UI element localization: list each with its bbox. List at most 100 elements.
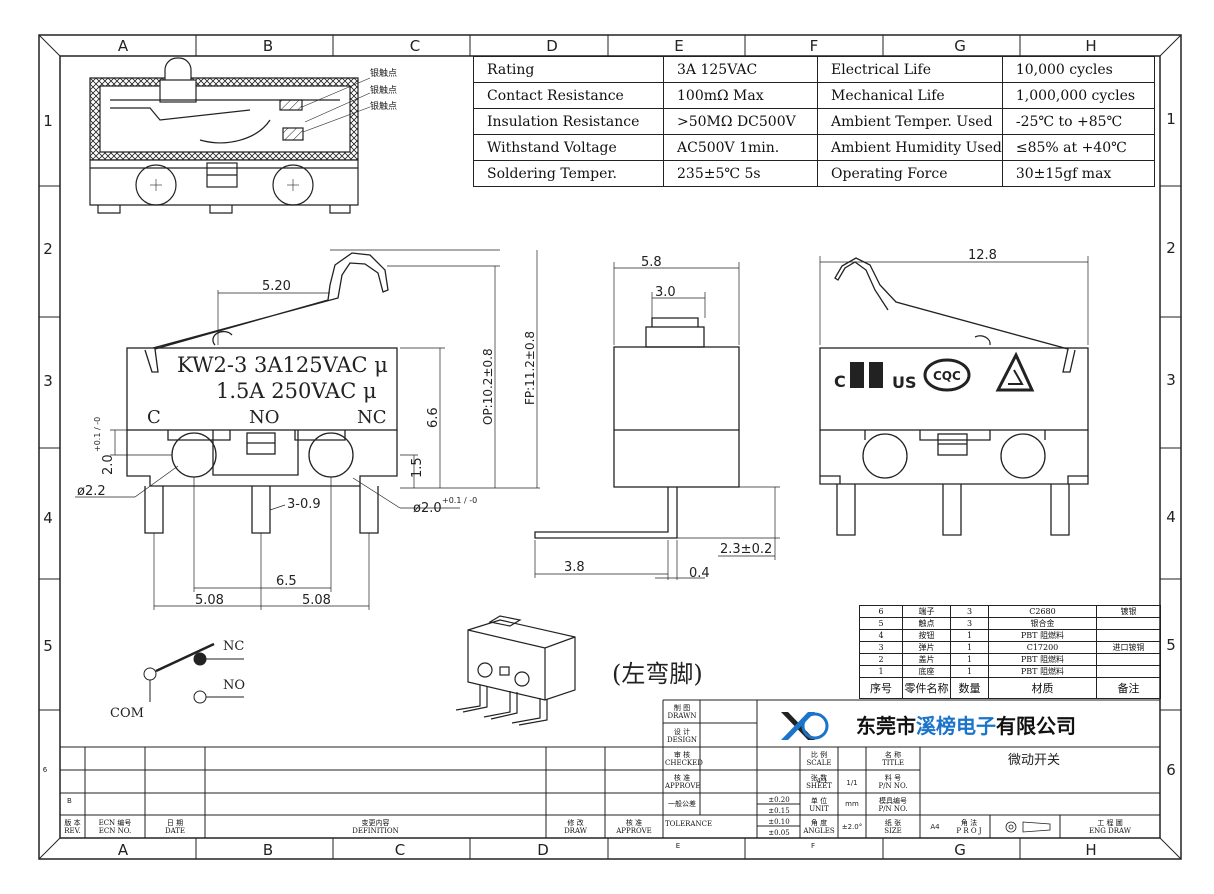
spec-value: ≤85% at +40℃ (1001, 134, 1155, 161)
bom-no: 4 (859, 629, 903, 642)
dim-6-5: 6.5 (276, 574, 297, 589)
bom-no: 3 (859, 641, 903, 654)
bom-material: PBT 阻燃料 (988, 629, 1097, 642)
bom-part: 触点 (902, 617, 951, 630)
sheet-value: 1/1 (846, 779, 857, 787)
bom-qty: 1 (950, 665, 989, 678)
dim-6-6: 6.6 (426, 407, 441, 428)
spec-row: Rating 3A 125VAC Electrical Life 10,000 … (473, 56, 1155, 83)
row-label: 1 (43, 112, 53, 130)
unit-label: 单 位 UNIT (809, 797, 829, 813)
dim-5-08-b: 5.08 (302, 593, 331, 608)
row-label: 5 (43, 637, 53, 655)
bom-qty: 3 (950, 605, 989, 618)
dim-pin: 3-0.9 (287, 497, 321, 512)
bom-header-note: 备注 (1096, 677, 1161, 699)
section-view (89, 57, 371, 214)
col-label: A (118, 37, 129, 55)
bom-material: PBT 阻燃料 (988, 665, 1097, 678)
dim-3-0: 3.0 (655, 285, 676, 300)
sheet-label: 张 数 SHEET (806, 774, 832, 790)
bom-qty: 1 (950, 629, 989, 642)
bom-header: 序号 零件名称 数量 材质 备注 (859, 677, 1161, 699)
company-logo (781, 712, 829, 740)
certifications: 12.8 C US CQC (834, 248, 1035, 392)
spec-value: 10,000 cycles (1001, 56, 1155, 83)
nc-label: NC (223, 639, 244, 654)
dim-hole-right-tol: +0.1 / -0 (442, 496, 477, 505)
bom-no: 1 (859, 665, 903, 678)
front-dimension-text: 5.20 OP:10.2±0.8 FP:11.2±0.8 6.6 1.5 2.0… (77, 279, 537, 608)
bom-no: 2 (859, 653, 903, 666)
section-labels: 银触点 银触点 银触点 (370, 67, 397, 112)
size-label: 纸 张 SIZE (884, 819, 902, 835)
bill-of-materials: 6 端子 3 C2680 镀银 5 触点 3 银合金 4 按钮 1 PBT 阻燃… (859, 605, 1161, 699)
row-label: 1 (1166, 110, 1176, 128)
column-labels: A B C D E F G H A B C D E F G H (118, 37, 1097, 859)
spec-label: Contact Resistance (473, 82, 664, 109)
scale-label: 比 例 SCALE (806, 751, 832, 767)
row-label: 4 (43, 509, 53, 527)
angle-label: 角 度 ANGLES (803, 819, 835, 835)
spec-label: Withstand Voltage (473, 134, 664, 161)
bom-material: C17200 (988, 641, 1097, 654)
design-label: 设 计 DESIGN (667, 728, 697, 744)
col-label: B (263, 841, 273, 859)
scale-value: 4:1 (816, 777, 827, 785)
bom-row: 1 底座 1 PBT 阻燃料 (859, 665, 1161, 678)
spec-value: 100mΩ Max (663, 82, 818, 109)
drawn-label: 制 图 DRAWN (667, 704, 697, 720)
spec-value: -25℃ to +85℃ (1001, 108, 1155, 135)
unit-value: mm (845, 800, 859, 808)
drawing-title: 微动开关 (1008, 753, 1060, 768)
marking-line-1: KW2-3 3A125VAC μ (177, 353, 388, 377)
side-dimension-text: 5.8 3.0 2.3±0.2 3.8 0.4 (564, 255, 772, 581)
bom-part: 弹片 (902, 641, 951, 654)
col-label: D (537, 841, 549, 859)
spec-label: Soldering Temper. (473, 160, 664, 187)
spec-value: 3A 125VAC (663, 56, 818, 83)
dim-fp: FP:11.2±0.8 (523, 331, 537, 405)
pn-label: 料 号 P/N NO. (878, 774, 908, 790)
tolerance-value: ±0.20 (768, 796, 790, 804)
dim-2-3: 2.3±0.2 (720, 542, 772, 557)
tolerance-value: ±0.05 (768, 829, 790, 837)
spec-value: 30±15gf max (1001, 160, 1155, 187)
col-label: H (1085, 841, 1096, 859)
bom-header-material: 材质 (988, 677, 1097, 699)
spec-row: Withstand Voltage AC500V 1min. Ambient H… (473, 134, 1155, 161)
tolerance-en-label: TOLERANCE (665, 820, 713, 828)
row-label: 2 (1166, 239, 1176, 257)
pin-nc-label: NC (357, 407, 387, 428)
col-label: D (546, 37, 558, 55)
back-view (819, 257, 1089, 536)
bom-note (1096, 629, 1161, 642)
dim-12-8: 12.8 (968, 248, 997, 263)
silver-contact-label: 银触点 (370, 100, 397, 112)
col-label: F (811, 842, 815, 850)
dim-5-08-a: 5.08 (195, 593, 224, 608)
company-name: 东莞市溪榜电子有限公司 (856, 714, 1076, 738)
bom-no: 6 (859, 605, 903, 618)
spec-value: 1,000,000 cycles (1001, 82, 1155, 109)
cert-us-label: US (892, 373, 917, 392)
row-label: 4 (1166, 508, 1176, 526)
front-view-text: KW2-3 3A125VAC μ 1.5A 250VAC μ C NO NC (147, 353, 388, 428)
row-label: 5 (1166, 636, 1176, 654)
row-label: 6 (1166, 761, 1176, 779)
com-label: COM (110, 706, 144, 721)
row-label: 3 (43, 372, 53, 390)
bom-material: C2680 (988, 605, 1097, 618)
pin-c-label: C (147, 407, 161, 428)
spec-label: Insulation Resistance (473, 108, 664, 135)
row-b-label: B (67, 797, 72, 805)
proj-label: 角 法 P R O J (956, 819, 982, 835)
spec-label: Operating Force (817, 160, 1003, 187)
col-label: H (1085, 37, 1096, 55)
ul-mark-icon (869, 362, 883, 388)
dim-5-8: 5.8 (641, 255, 662, 270)
projection-symbol-icon (1005, 821, 1051, 833)
bom-qty: 3 (950, 617, 989, 630)
dim-0-4: 0.4 (689, 566, 710, 581)
isometric-view (455, 615, 576, 726)
